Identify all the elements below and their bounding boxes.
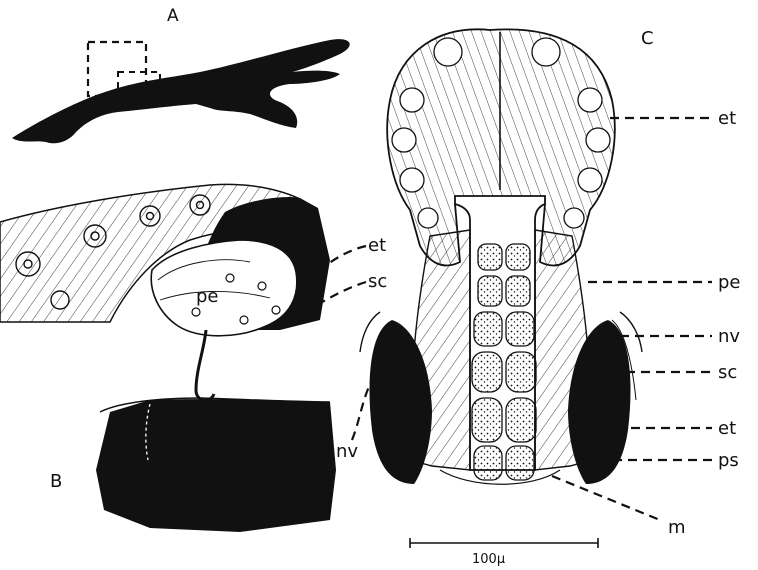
panel-a-letter: A [167,6,179,26]
label-c-m: m [668,517,686,538]
label-c-et: et [718,108,736,129]
label-c-sc: sc [718,362,737,383]
panel-a-silhouette [12,39,350,143]
label-c-nv: nv [718,326,740,347]
label-b-pe: pe [196,286,219,307]
label-b-et: et [368,235,386,256]
label-b-nv: nv [336,441,358,462]
label-c-et-lower: et [718,418,736,439]
panel-c-letter: C [641,28,654,49]
panel-c-drawing [360,29,642,484]
label-c-ps: ps [718,450,739,471]
panel-b-letter: B [50,471,62,492]
scale-bar [410,538,598,548]
label-b-sc: sc [368,271,387,292]
label-c-pe: pe [718,272,741,293]
scale-bar-label: 100µ [472,552,505,567]
